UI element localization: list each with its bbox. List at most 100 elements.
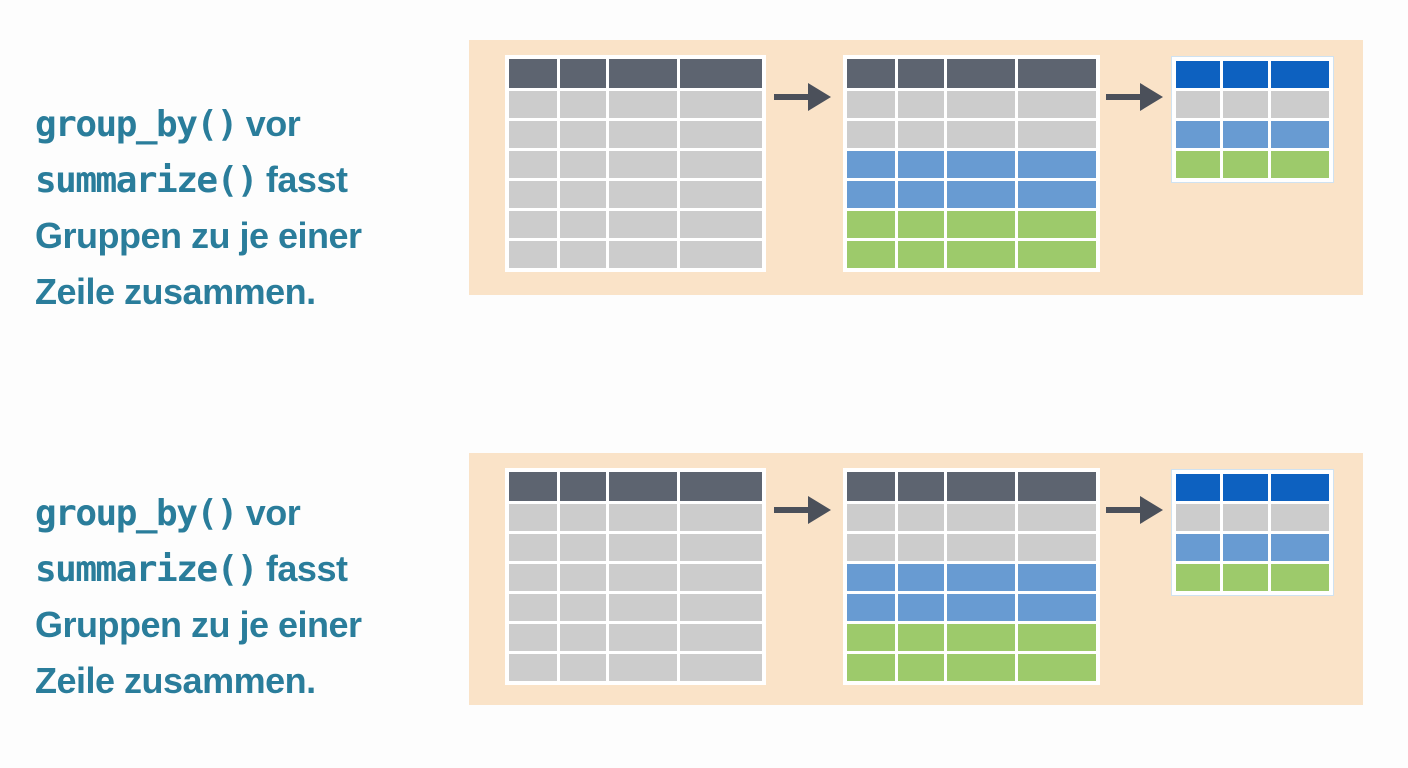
table-cell-header [898,59,944,88]
table-cell-plain [560,504,606,531]
table-cell-plain [680,241,762,268]
table-cell-header [1018,59,1096,88]
table-cell-plain [680,121,762,148]
caption-text: Gruppen zu je einer [35,215,362,256]
table-cell-plain [509,181,557,208]
table-cell-group1 [847,594,895,621]
table-cell-plain [509,504,557,531]
arrow-right-icon [1106,83,1163,111]
table-cell-group2 [847,624,895,651]
table-cell-group2 [1018,211,1096,238]
table-grouped [843,55,1100,272]
table-cell-header [560,472,606,501]
table-cell-header [847,59,895,88]
table-cell-group2 [1223,564,1268,591]
table-cell-group1 [1018,594,1096,621]
diagram-panel-top [469,40,1363,295]
table-cell-summary-header [1176,61,1220,88]
arrow-right-icon [774,83,831,111]
caption-code-groupby: group_by() [35,104,238,145]
table-cell-plain [509,654,557,681]
table-cell-group2 [947,654,1015,681]
caption-bottom: group_by()vor summarize()fasst Gruppen z… [35,489,465,713]
table-cell-plain [560,211,606,238]
table-cell-plain [680,211,762,238]
table-cell-plain [1176,91,1220,118]
caption-text: fasst [265,159,348,200]
table-cell-plain [1018,121,1096,148]
table-cell-header [847,472,895,501]
table-cell-header [947,472,1015,501]
table-cell-plain [509,91,557,118]
caption-text: fasst [265,548,348,589]
table-cell-group1 [1176,121,1220,148]
table-cell-plain [560,594,606,621]
table-cell-plain [947,121,1015,148]
table-cell-group1 [1018,151,1096,178]
table-cell-group1 [1018,181,1096,208]
table-cell-group1 [898,181,944,208]
caption-line: group_by()vor [35,100,465,156]
table-cell-group2 [1271,151,1329,178]
caption-text: Zeile zusammen. [35,660,316,701]
table-cell-plain [680,594,762,621]
caption-code-summarize: summarize() [35,549,258,590]
table-cell-header [680,472,762,501]
table-cell-plain [680,564,762,591]
table-cell-group2 [898,241,944,268]
caption-line: Zeile zusammen. [35,657,465,713]
table-source [505,468,766,685]
table-cell-group2 [1018,241,1096,268]
table-cell-group1 [847,151,895,178]
table-cell-summary-header [1271,61,1329,88]
table-cell-group2 [1176,151,1220,178]
caption-code-groupby: group_by() [35,493,238,534]
table-cell-header [609,59,677,88]
table-summary [1172,57,1333,182]
table-cell-group1 [1223,534,1268,561]
table-cell-plain [509,564,557,591]
table-cell-plain [560,564,606,591]
table-cell-header [898,472,944,501]
table-cell-plain [560,534,606,561]
table-cell-group2 [947,624,1015,651]
table-cell-plain [680,151,762,178]
table-cell-plain [898,91,944,118]
table-cell-plain [898,504,944,531]
table-cell-plain [609,504,677,531]
table-cell-header [560,59,606,88]
arrow-right-icon [774,496,831,524]
table-cell-plain [509,241,557,268]
table-source [505,55,766,272]
table-cell-group1 [898,151,944,178]
table-cell-summary-header [1176,474,1220,501]
table-cell-group2 [847,211,895,238]
table-cell-plain [560,91,606,118]
table-cell-header [947,59,1015,88]
table-cell-group1 [947,181,1015,208]
table-cell-plain [847,91,895,118]
table-cell-header [680,59,762,88]
table-cell-plain [1018,534,1096,561]
table-cell-plain [680,181,762,208]
table-cell-plain [609,624,677,651]
table-cell-plain [609,91,677,118]
table-cell-group1 [898,594,944,621]
table-cell-plain [560,241,606,268]
table-cell-summary-header [1223,61,1268,88]
table-cell-plain [898,534,944,561]
caption-text: Zeile zusammen. [35,271,316,312]
table-cell-plain [609,534,677,561]
table-cell-group2 [898,211,944,238]
table-cell-group1 [847,564,895,591]
table-cell-group1 [1271,534,1329,561]
table-cell-header [1018,472,1096,501]
table-cell-plain [609,654,677,681]
table-cell-plain [1271,504,1329,531]
table-cell-group2 [847,241,895,268]
table-cell-group1 [1176,534,1220,561]
caption-text: Gruppen zu je einer [35,604,362,645]
table-cell-plain [1018,91,1096,118]
table-cell-plain [560,151,606,178]
table-cell-group1 [947,594,1015,621]
